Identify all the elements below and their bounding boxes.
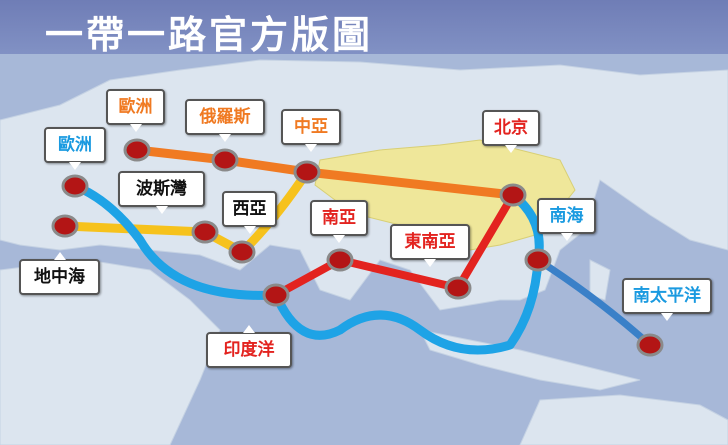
- label-beijing: 北京: [482, 110, 540, 153]
- map-title: 一帶一路官方版圖: [45, 13, 374, 57]
- location-marker-icon: [123, 138, 151, 162]
- label-europe-west: 歐洲: [44, 127, 106, 170]
- location-marker-icon: [444, 276, 472, 300]
- location-marker-icon: [499, 183, 527, 207]
- location-marker-icon: [262, 283, 290, 307]
- location-marker-icon: [326, 248, 354, 272]
- location-marker-icon: [61, 174, 89, 198]
- route-south-pacific: [534, 256, 654, 349]
- label-mediterranean: 地中海: [19, 252, 100, 295]
- location-marker-icon: [636, 333, 664, 357]
- label-west-asia: 西亞: [222, 191, 277, 234]
- landmass-australia: [519, 394, 728, 445]
- label-southeast-asia: 東南亞: [390, 224, 470, 267]
- location-marker-icon: [524, 248, 552, 272]
- location-marker-icon: [293, 160, 321, 184]
- label-central-asia: 中亞: [281, 109, 341, 152]
- label-south-china-sea: 南海: [537, 198, 596, 241]
- label-russia: 俄羅斯: [185, 99, 265, 142]
- location-marker-icon: [211, 148, 239, 172]
- landmass-philippines: [589, 259, 611, 301]
- location-marker-icon: [191, 220, 219, 244]
- route-south-asia: [272, 191, 517, 299]
- label-persian-gulf: 波斯灣: [118, 171, 205, 214]
- route-maritime: [70, 181, 544, 355]
- title-bar: 一帶一路官方版圖: [0, 0, 728, 57]
- route-silk-road-belt: [132, 145, 518, 200]
- location-marker-icon: [228, 240, 256, 264]
- label-south-pacific: 南太平洋: [622, 278, 712, 321]
- label-europe-north: 歐洲: [106, 89, 165, 132]
- location-marker-icon: [51, 214, 79, 238]
- label-indian-ocean: 印度洋: [206, 325, 292, 368]
- landmass-indonesia: [419, 329, 641, 391]
- label-south-asia: 南亞: [310, 200, 368, 243]
